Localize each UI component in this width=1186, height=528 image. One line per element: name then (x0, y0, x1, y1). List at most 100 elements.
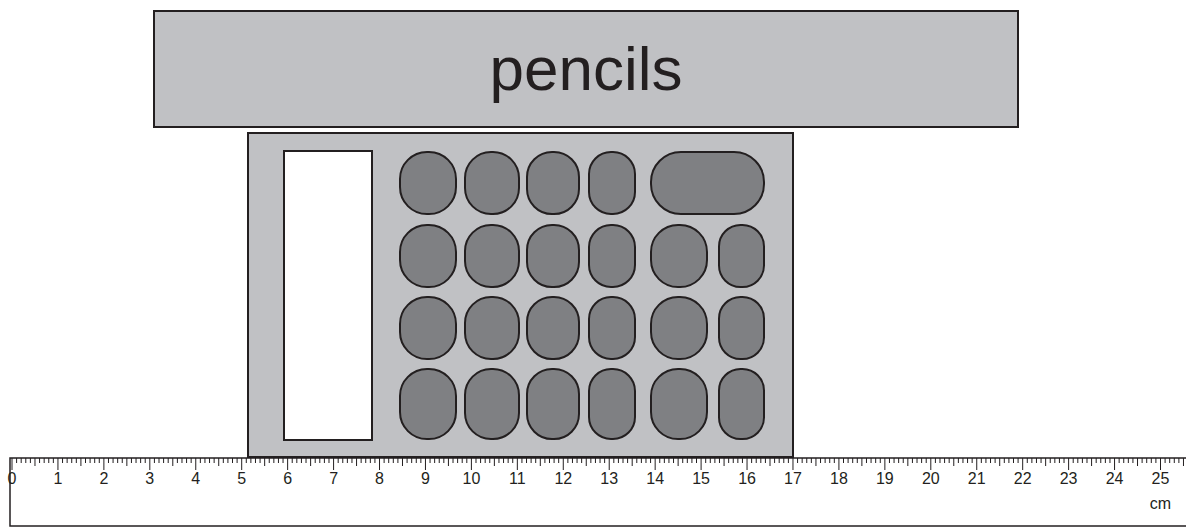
ruler-tick (163, 458, 164, 463)
ruler-tick (136, 458, 137, 463)
ruler-tick (200, 458, 201, 463)
ruler-number: 14 (646, 471, 664, 487)
ruler-tick (1027, 458, 1028, 463)
ruler-tick (843, 458, 844, 463)
ruler-tick (696, 458, 697, 463)
ruler-tick (62, 458, 63, 463)
calculator-key (589, 297, 635, 359)
calculator-key (465, 225, 519, 287)
ruler-tick (1004, 458, 1005, 463)
ruler-tick (972, 458, 973, 463)
ruler-number: 9 (421, 471, 430, 487)
ruler-tick (420, 458, 421, 463)
ruler-tick (962, 458, 963, 463)
ruler-tick (140, 458, 141, 463)
ruler-tick (16, 458, 17, 463)
ruler-tick (44, 458, 45, 463)
ruler-tick (1054, 458, 1055, 463)
pencil-box: pencils (153, 10, 1019, 128)
calculator-key (589, 152, 635, 214)
ruler-tick (811, 458, 812, 463)
ruler-tick (770, 458, 771, 466)
ruler-tick (177, 458, 178, 463)
ruler-tick (898, 458, 899, 463)
ruler-tick (921, 458, 922, 463)
ruler-tick (1045, 458, 1046, 466)
ruler-tick (434, 458, 435, 463)
ruler-tick (875, 458, 876, 463)
ruler-number: 3 (145, 471, 154, 487)
ruler-tick (967, 458, 968, 463)
ruler-tick (1100, 458, 1101, 463)
ruler-number: 1 (53, 471, 62, 487)
ruler-tick (260, 458, 261, 463)
ruler-tick (880, 458, 881, 463)
ruler-tick (154, 458, 155, 463)
ruler-tick (586, 458, 587, 466)
ruler-tick (430, 458, 431, 463)
ruler-number: 23 (1060, 471, 1078, 487)
ruler-tick (1013, 458, 1014, 463)
ruler-tick (517, 458, 518, 470)
ruler-tick (1050, 458, 1051, 463)
ruler-number: 20 (922, 471, 940, 487)
ruler-tick (613, 458, 614, 463)
ruler-number: 18 (830, 471, 848, 487)
calculator-key (465, 297, 519, 359)
ruler-tick (397, 458, 398, 463)
ruler-tick (301, 458, 302, 463)
ruler-tick (67, 458, 68, 463)
ruler-tick (990, 458, 991, 463)
ruler-number: 13 (600, 471, 618, 487)
ruler-tick (701, 458, 702, 470)
ruler-tick (1169, 458, 1170, 463)
calculator-key (465, 152, 519, 214)
ruler-tick (126, 458, 127, 466)
ruler-tick (825, 458, 826, 463)
ruler-tick (1137, 458, 1138, 466)
ruler-tick (113, 458, 114, 463)
ruler-tick (237, 458, 238, 463)
ruler-tick (466, 458, 467, 463)
ruler-tick (917, 458, 918, 463)
calculator-key (527, 152, 579, 214)
calculator-key (589, 369, 635, 439)
ruler-tick (416, 458, 417, 463)
ruler-tick (664, 458, 665, 463)
ruler-tick (108, 458, 109, 463)
calculator-screen (284, 151, 372, 440)
ruler-tick (347, 458, 348, 463)
ruler-tick (1183, 458, 1184, 466)
ruler-tick (475, 458, 476, 463)
ruler-tick (549, 458, 550, 463)
ruler-tick (255, 458, 256, 463)
ruler-number: 5 (237, 471, 246, 487)
ruler-tick (328, 458, 329, 463)
ruler-number: 21 (968, 471, 986, 487)
ruler-tick (218, 458, 219, 466)
ruler-number: 8 (375, 471, 384, 487)
box-label: pencils (490, 38, 683, 100)
ruler-tick (1082, 458, 1083, 463)
ruler-number: 6 (283, 471, 292, 487)
ruler-tick (117, 458, 118, 463)
calculator-key (400, 225, 456, 287)
ruler-tick (204, 458, 205, 463)
calculator-key (465, 369, 519, 439)
ruler-tick (172, 458, 173, 466)
ruler-tick (521, 458, 522, 463)
ruler-tick (1064, 458, 1065, 463)
ruler-tick (1018, 458, 1019, 463)
ruler-tick (365, 458, 366, 463)
ruler-tick (21, 458, 22, 463)
ruler-tick (981, 458, 982, 463)
ruler-tick (866, 458, 867, 463)
ruler-tick (71, 458, 72, 463)
calculator-key (400, 369, 456, 439)
ruler-tick (884, 458, 885, 470)
ruler-tick (1174, 458, 1175, 463)
ruler-tick (462, 458, 463, 463)
ruler-tick (788, 458, 789, 463)
ruler-tick (278, 458, 279, 463)
ruler-tick (333, 458, 334, 470)
